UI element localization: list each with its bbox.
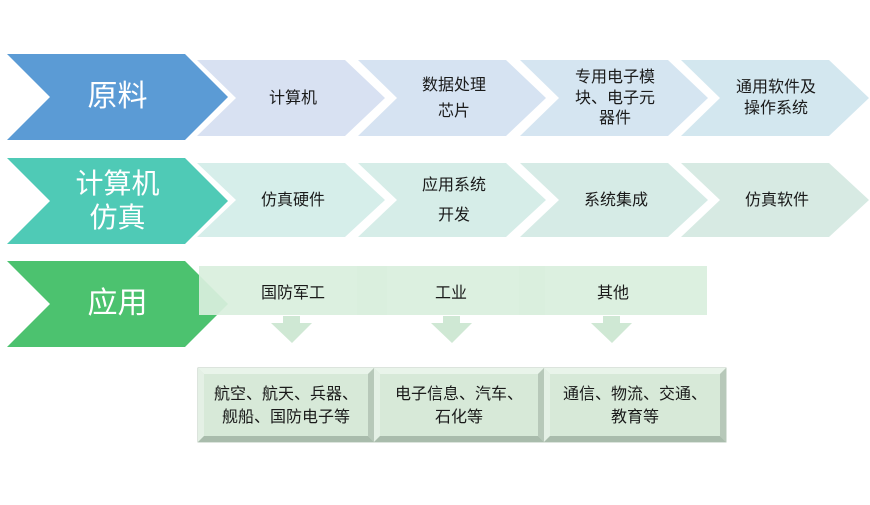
step-label-app-dev: 应用系统 开发 xyxy=(421,174,486,224)
field-label-other: 其他 xyxy=(596,282,629,302)
step-label-integration: 系统集成 xyxy=(583,190,648,210)
field-box-defense xyxy=(199,266,387,315)
field-label-industry: 工业 xyxy=(434,282,467,302)
step-chevron-software xyxy=(681,60,869,136)
row-header-chevron-raw-materials xyxy=(7,54,228,140)
step-label-software: 通用软件及 操作系统 xyxy=(735,77,816,117)
step-chevron-computer xyxy=(197,60,385,136)
row-title-raw-materials: 原料 xyxy=(87,79,148,115)
row-header-chevron-application xyxy=(7,261,228,347)
example-label-defense: 航空、航天、兵器、 舰船、国防电子等 xyxy=(213,383,358,426)
example-label-other: 通信、物流、交通、 教育等 xyxy=(562,383,707,426)
row-header-chevron-simulation xyxy=(7,158,228,244)
step-chevron-sim-hardware xyxy=(197,163,385,237)
step-chevron-modules xyxy=(520,60,708,136)
step-chevron-chip xyxy=(358,60,546,136)
row-title-simulation: 计算机 仿真 xyxy=(75,167,160,234)
step-label-sim-hardware: 仿真硬件 xyxy=(260,190,325,210)
step-chevron-app-dev xyxy=(358,163,546,237)
step-label-modules: 专用电子模 块、电子元 器件 xyxy=(574,66,655,128)
field-label-defense: 国防军工 xyxy=(260,282,325,302)
down-arrow-industry xyxy=(431,316,472,343)
down-arrow-defense xyxy=(271,316,312,343)
step-label-computer: 计算机 xyxy=(268,88,317,108)
example-box-other xyxy=(543,367,727,443)
example-box-defense xyxy=(197,367,375,443)
step-chevron-integration xyxy=(520,163,708,237)
example-label-industry: 电子信息、汽车、 石化等 xyxy=(394,383,523,426)
field-box-industry xyxy=(357,266,545,315)
down-arrow-other xyxy=(591,316,632,343)
step-chevron-sim-software xyxy=(681,163,869,237)
step-label-chip: 数据处理 芯片 xyxy=(421,75,486,120)
example-box-industry xyxy=(373,367,545,443)
step-label-sim-software: 仿真软件 xyxy=(744,190,809,210)
row-title-application: 应用 xyxy=(87,286,148,322)
field-box-other xyxy=(519,266,707,315)
